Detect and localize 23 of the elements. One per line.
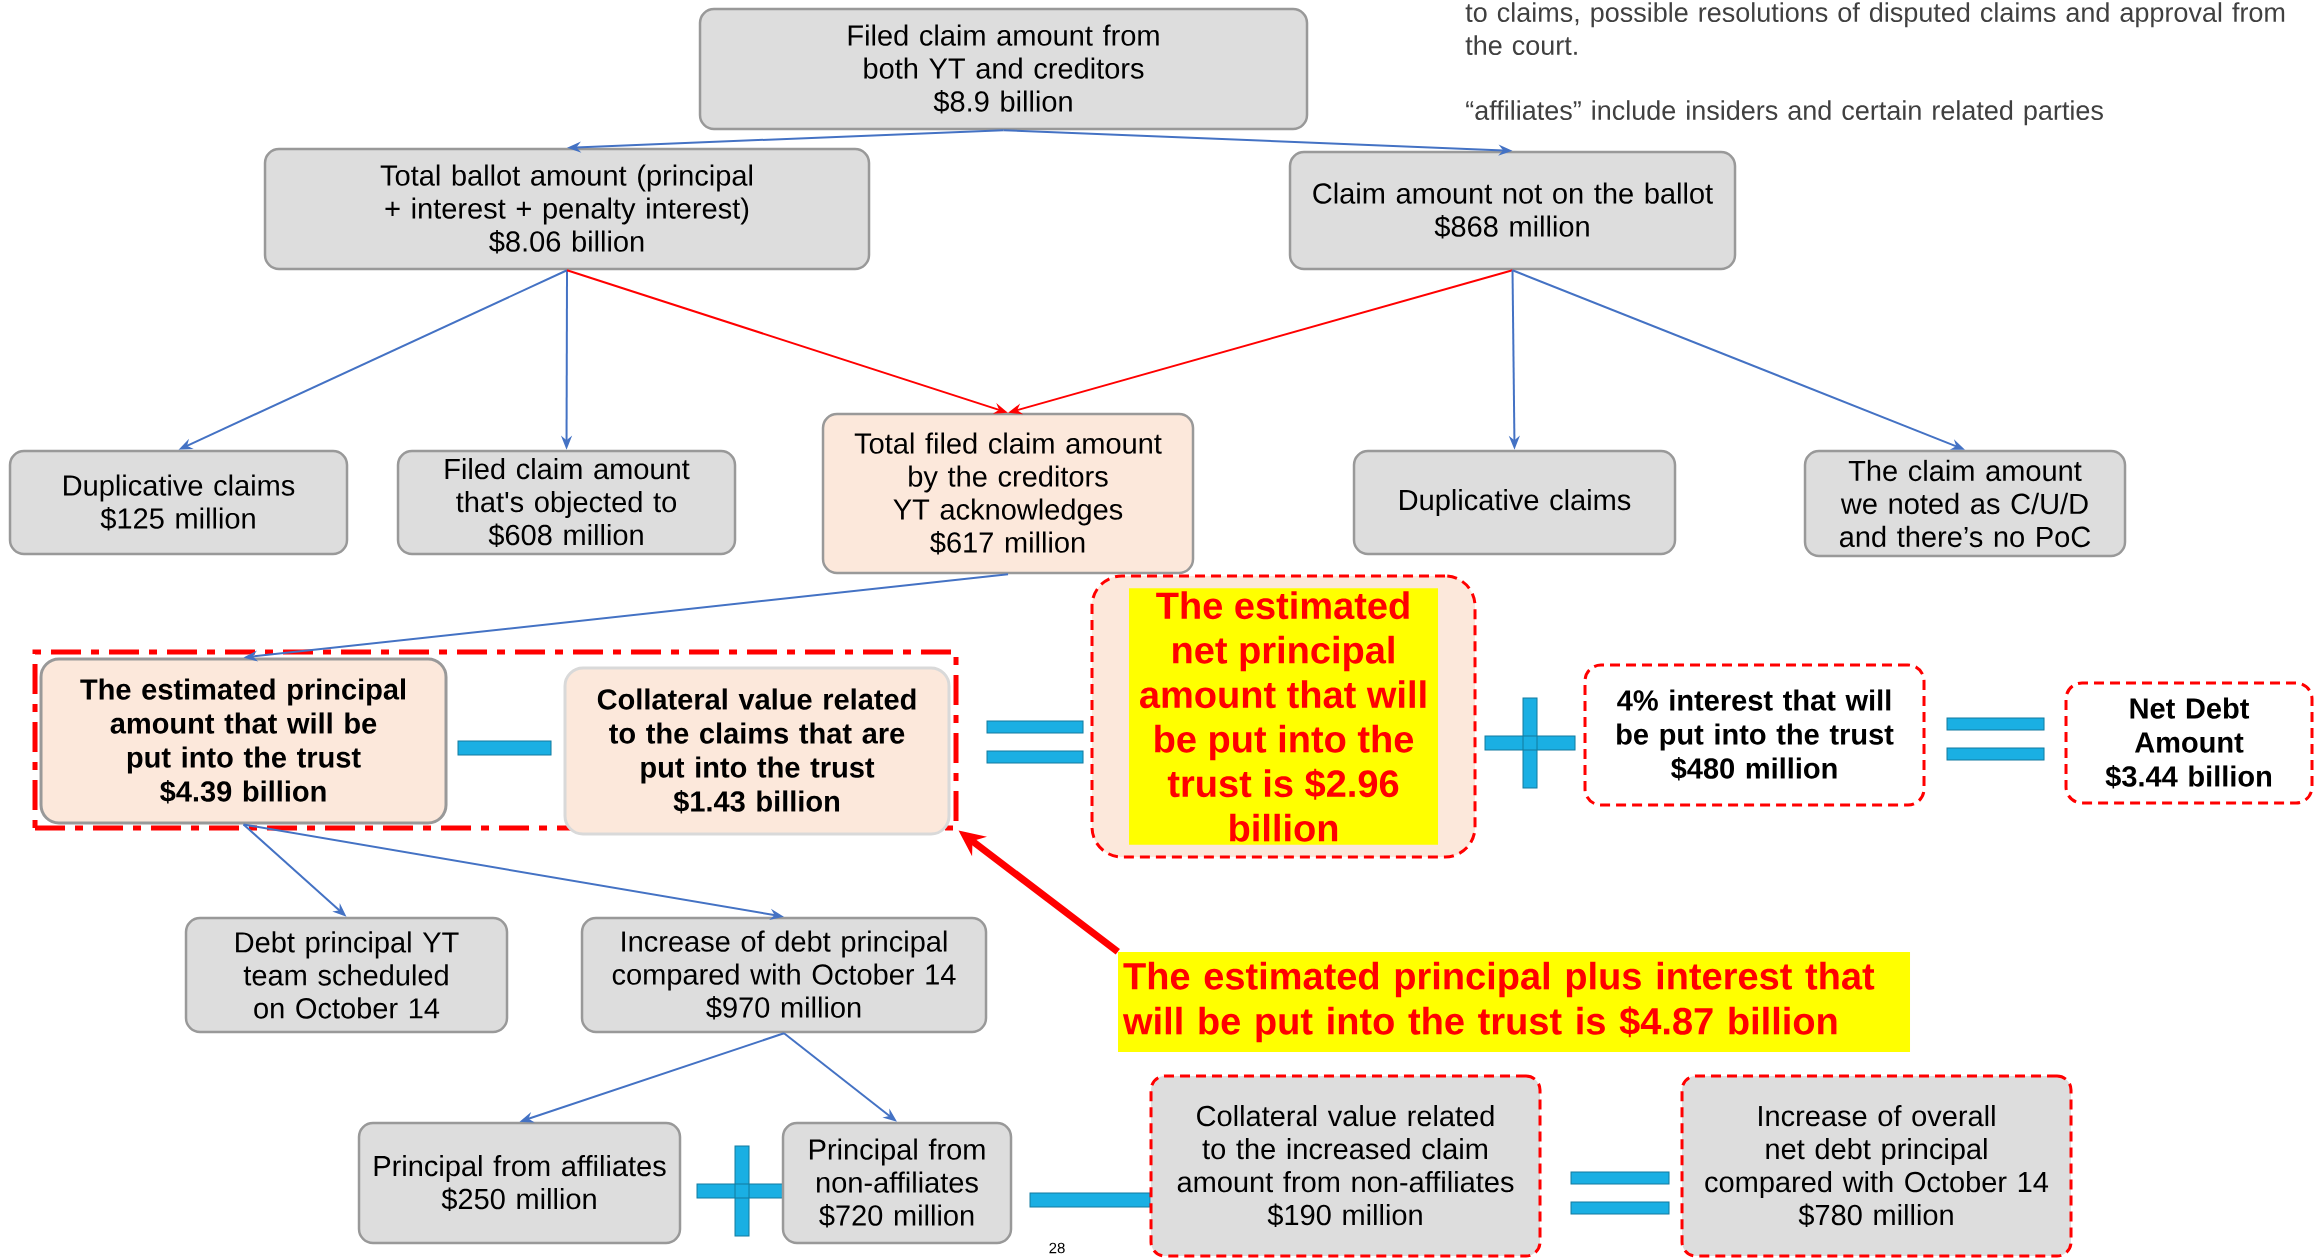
- claim-box: Principal from affiliates $250 million: [357, 1121, 682, 1245]
- claim-box: Increase of debt principal compared with October 14 $970 million: [580, 916, 988, 1034]
- claim-box: Total ballot amount (principal + interest + penalty interest) $8.06 billion: [263, 147, 871, 271]
- result-box: The estimated net principal amount that will be put into the trust is $2.96 billion: [1090, 574, 1477, 859]
- amount-box: 4% interest that will be put into the trust $480 million: [1583, 663, 1926, 807]
- claim-box: Filed claim amount that's objected to $608 million: [396, 449, 737, 556]
- amount-box: Collateral value related to the increased claim amount from non-affiliates $190 million: [1149, 1074, 1542, 1258]
- page-number: 28: [1049, 1242, 1065, 1254]
- callout-text: The estimated principal plus interest that will be put into the trust is $4.87 billion: [1118, 952, 1910, 1052]
- note-text: “affiliates” include insiders and certain related parties: [1466, 100, 2103, 126]
- claim-box: Duplicative claims: [1352, 449, 1677, 556]
- claim-box: Principal from non-affiliates $720 million: [781, 1121, 1013, 1245]
- amount-box: Increase of overall net debt principal compared with October 14 $780 million: [1680, 1074, 2073, 1258]
- note-text: to claims, possible resolutions of disputed claims and approval from the court.: [1465, 2, 2285, 56]
- claim-box: Claim amount not on the ballot $868 million: [1288, 150, 1737, 271]
- claim-box: Duplicative claims $125 million: [8, 449, 349, 556]
- claim-box: Total filed claim amount by the creditors YT acknowledges $617 million: [821, 412, 1195, 575]
- claim-box: The claim amount we noted as C/U/D and there’s no PoC: [1803, 449, 2127, 558]
- amount-box: The estimated principal amount that will be put into the trust $4.39 billion: [39, 657, 448, 825]
- amount-box: Collateral value related to the claims that are put into the trust $1.43 billion: [563, 666, 951, 836]
- claim-box: Filed claim amount from both YT and creditors $8.9 billion: [698, 7, 1309, 131]
- claim-box: Debt principal YT team scheduled on October 14: [184, 916, 509, 1034]
- amount-box: Net Debt Amount $3.44 billion: [2064, 681, 2314, 805]
